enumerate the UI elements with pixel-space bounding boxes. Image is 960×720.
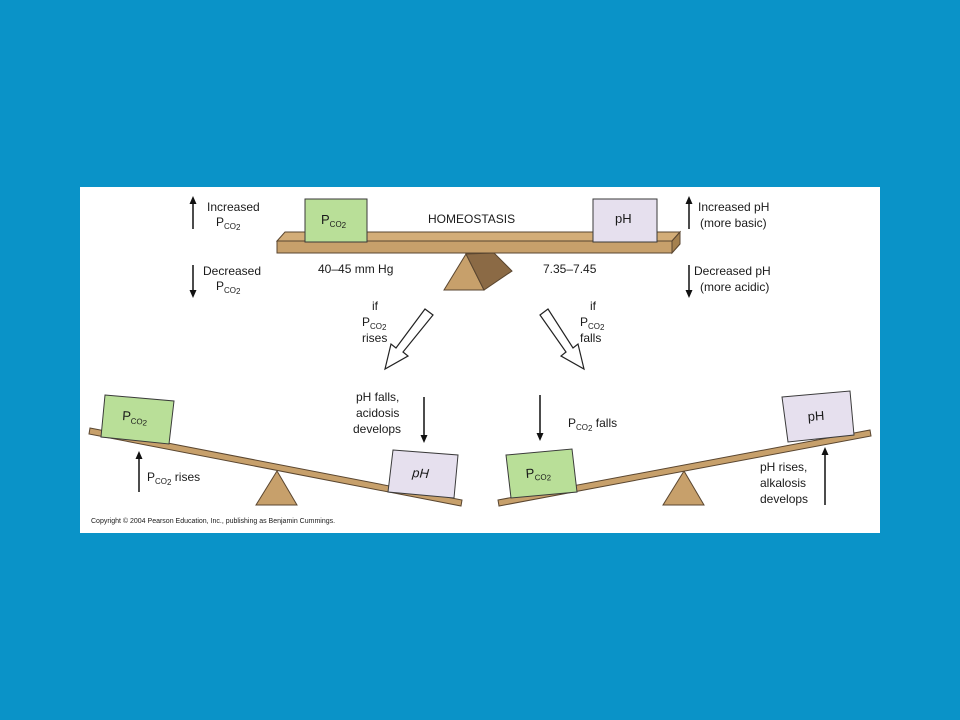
- alkalosis-beam: [497, 429, 872, 507]
- top-ph-box-label: pH: [615, 211, 632, 226]
- pco2-rises-arrow-icon: [384, 308, 434, 371]
- decreased-pco2-sym: PCO2: [216, 279, 241, 296]
- decreased-ph-label: Decreased pH: [694, 264, 771, 278]
- acidosis-label: acidosis: [356, 406, 399, 420]
- down-arrow-head-icon: [420, 435, 428, 443]
- acidosis-fulcrum: [255, 470, 298, 506]
- homeostasis-title: HOMEOSTASIS: [428, 212, 515, 226]
- develops-label: develops: [760, 492, 808, 506]
- right-indicators: Increased pH (more basic) Decreased pH (…: [685, 196, 771, 298]
- alkalosis-ph-box-label: pH: [807, 408, 825, 424]
- right-if-pco2: PCO2: [580, 315, 605, 332]
- alkalosis-pco2-box: [505, 448, 578, 499]
- up-arrow-head-icon: [685, 196, 693, 204]
- increased-pco2-sym: PCO2: [216, 215, 241, 232]
- more-acidic-label: (more acidic): [700, 280, 769, 294]
- top-pco2-box: [304, 198, 368, 243]
- pco2-falls-label: PCO2 falls: [568, 416, 617, 433]
- down-arrow-head-icon: [536, 433, 544, 441]
- left-indicators: Increased PCO2 Decreased PCO2: [189, 196, 261, 298]
- acidosis-ph-box: [387, 449, 459, 499]
- down-arrow-head-icon: [189, 290, 197, 298]
- develops-label: develops: [353, 422, 401, 436]
- increased-ph-label: Increased pH: [698, 200, 769, 214]
- acidosis-beam: [88, 427, 463, 507]
- alkalosis-ph-box: [781, 390, 855, 443]
- top-ph-box: [592, 198, 658, 243]
- figure-panel: PCO2 pH HOMEOSTASIS 40–45 mm Hg 7.35–7.4…: [80, 187, 880, 533]
- top-beam-end: [671, 230, 681, 255]
- left-rises-label: rises: [362, 331, 387, 345]
- up-arrow-head-icon: [135, 451, 143, 459]
- down-arrow-head-icon: [685, 290, 693, 298]
- middle-transitions: if PCO2 rises if PCO2 falls: [362, 299, 605, 371]
- ph-rises-label: pH rises,: [760, 460, 807, 474]
- decreased-pco2-label: Decreased: [203, 264, 261, 278]
- pco2-range-label: 40–45 mm Hg: [318, 262, 393, 276]
- alkalosis-pco2-box-label: PCO2: [525, 464, 552, 484]
- ph-range-label: 7.35–7.45: [543, 262, 597, 276]
- alkalosis-fulcrum: [662, 470, 705, 506]
- acidosis-ph-box-label: pH: [411, 465, 430, 481]
- copyright-text: Copyright © 2004 Pearson Education, Inc.…: [91, 517, 335, 525]
- pco2-falls-arrow-icon: [539, 308, 585, 371]
- top-beam-front: [276, 240, 673, 254]
- left-if-pco2: PCO2: [362, 315, 387, 332]
- acidosis-pco2-box: [100, 394, 175, 445]
- acidosis-seesaw: PCO2 pH pH falls, acidosis develops PCO2…: [88, 390, 463, 507]
- pco2-rises-label: PCO2 rises: [147, 470, 200, 487]
- top-seesaw: PCO2 pH HOMEOSTASIS 40–45 mm Hg 7.35–7.4…: [275, 198, 682, 291]
- alkalosis-seesaw: PCO2 pH PCO2 falls pH rises, alkalosis d…: [497, 390, 872, 507]
- increased-pco2-label: Increased: [207, 200, 260, 214]
- homeostasis-seesaw-diagram: PCO2 pH HOMEOSTASIS 40–45 mm Hg 7.35–7.4…: [88, 196, 872, 525]
- ph-falls-label: pH falls,: [356, 390, 399, 404]
- more-basic-label: (more basic): [700, 216, 767, 230]
- right-falls-label: falls: [580, 331, 601, 345]
- acidosis-pco2-box-label: PCO2: [122, 408, 149, 428]
- alkalosis-label: alkalosis: [760, 476, 806, 490]
- up-arrow-head-icon: [189, 196, 197, 204]
- left-if-label: if: [372, 299, 379, 313]
- top-pco2-box-label: PCO2: [321, 212, 347, 230]
- up-arrow-head-icon: [821, 447, 829, 455]
- right-if-label: if: [590, 299, 597, 313]
